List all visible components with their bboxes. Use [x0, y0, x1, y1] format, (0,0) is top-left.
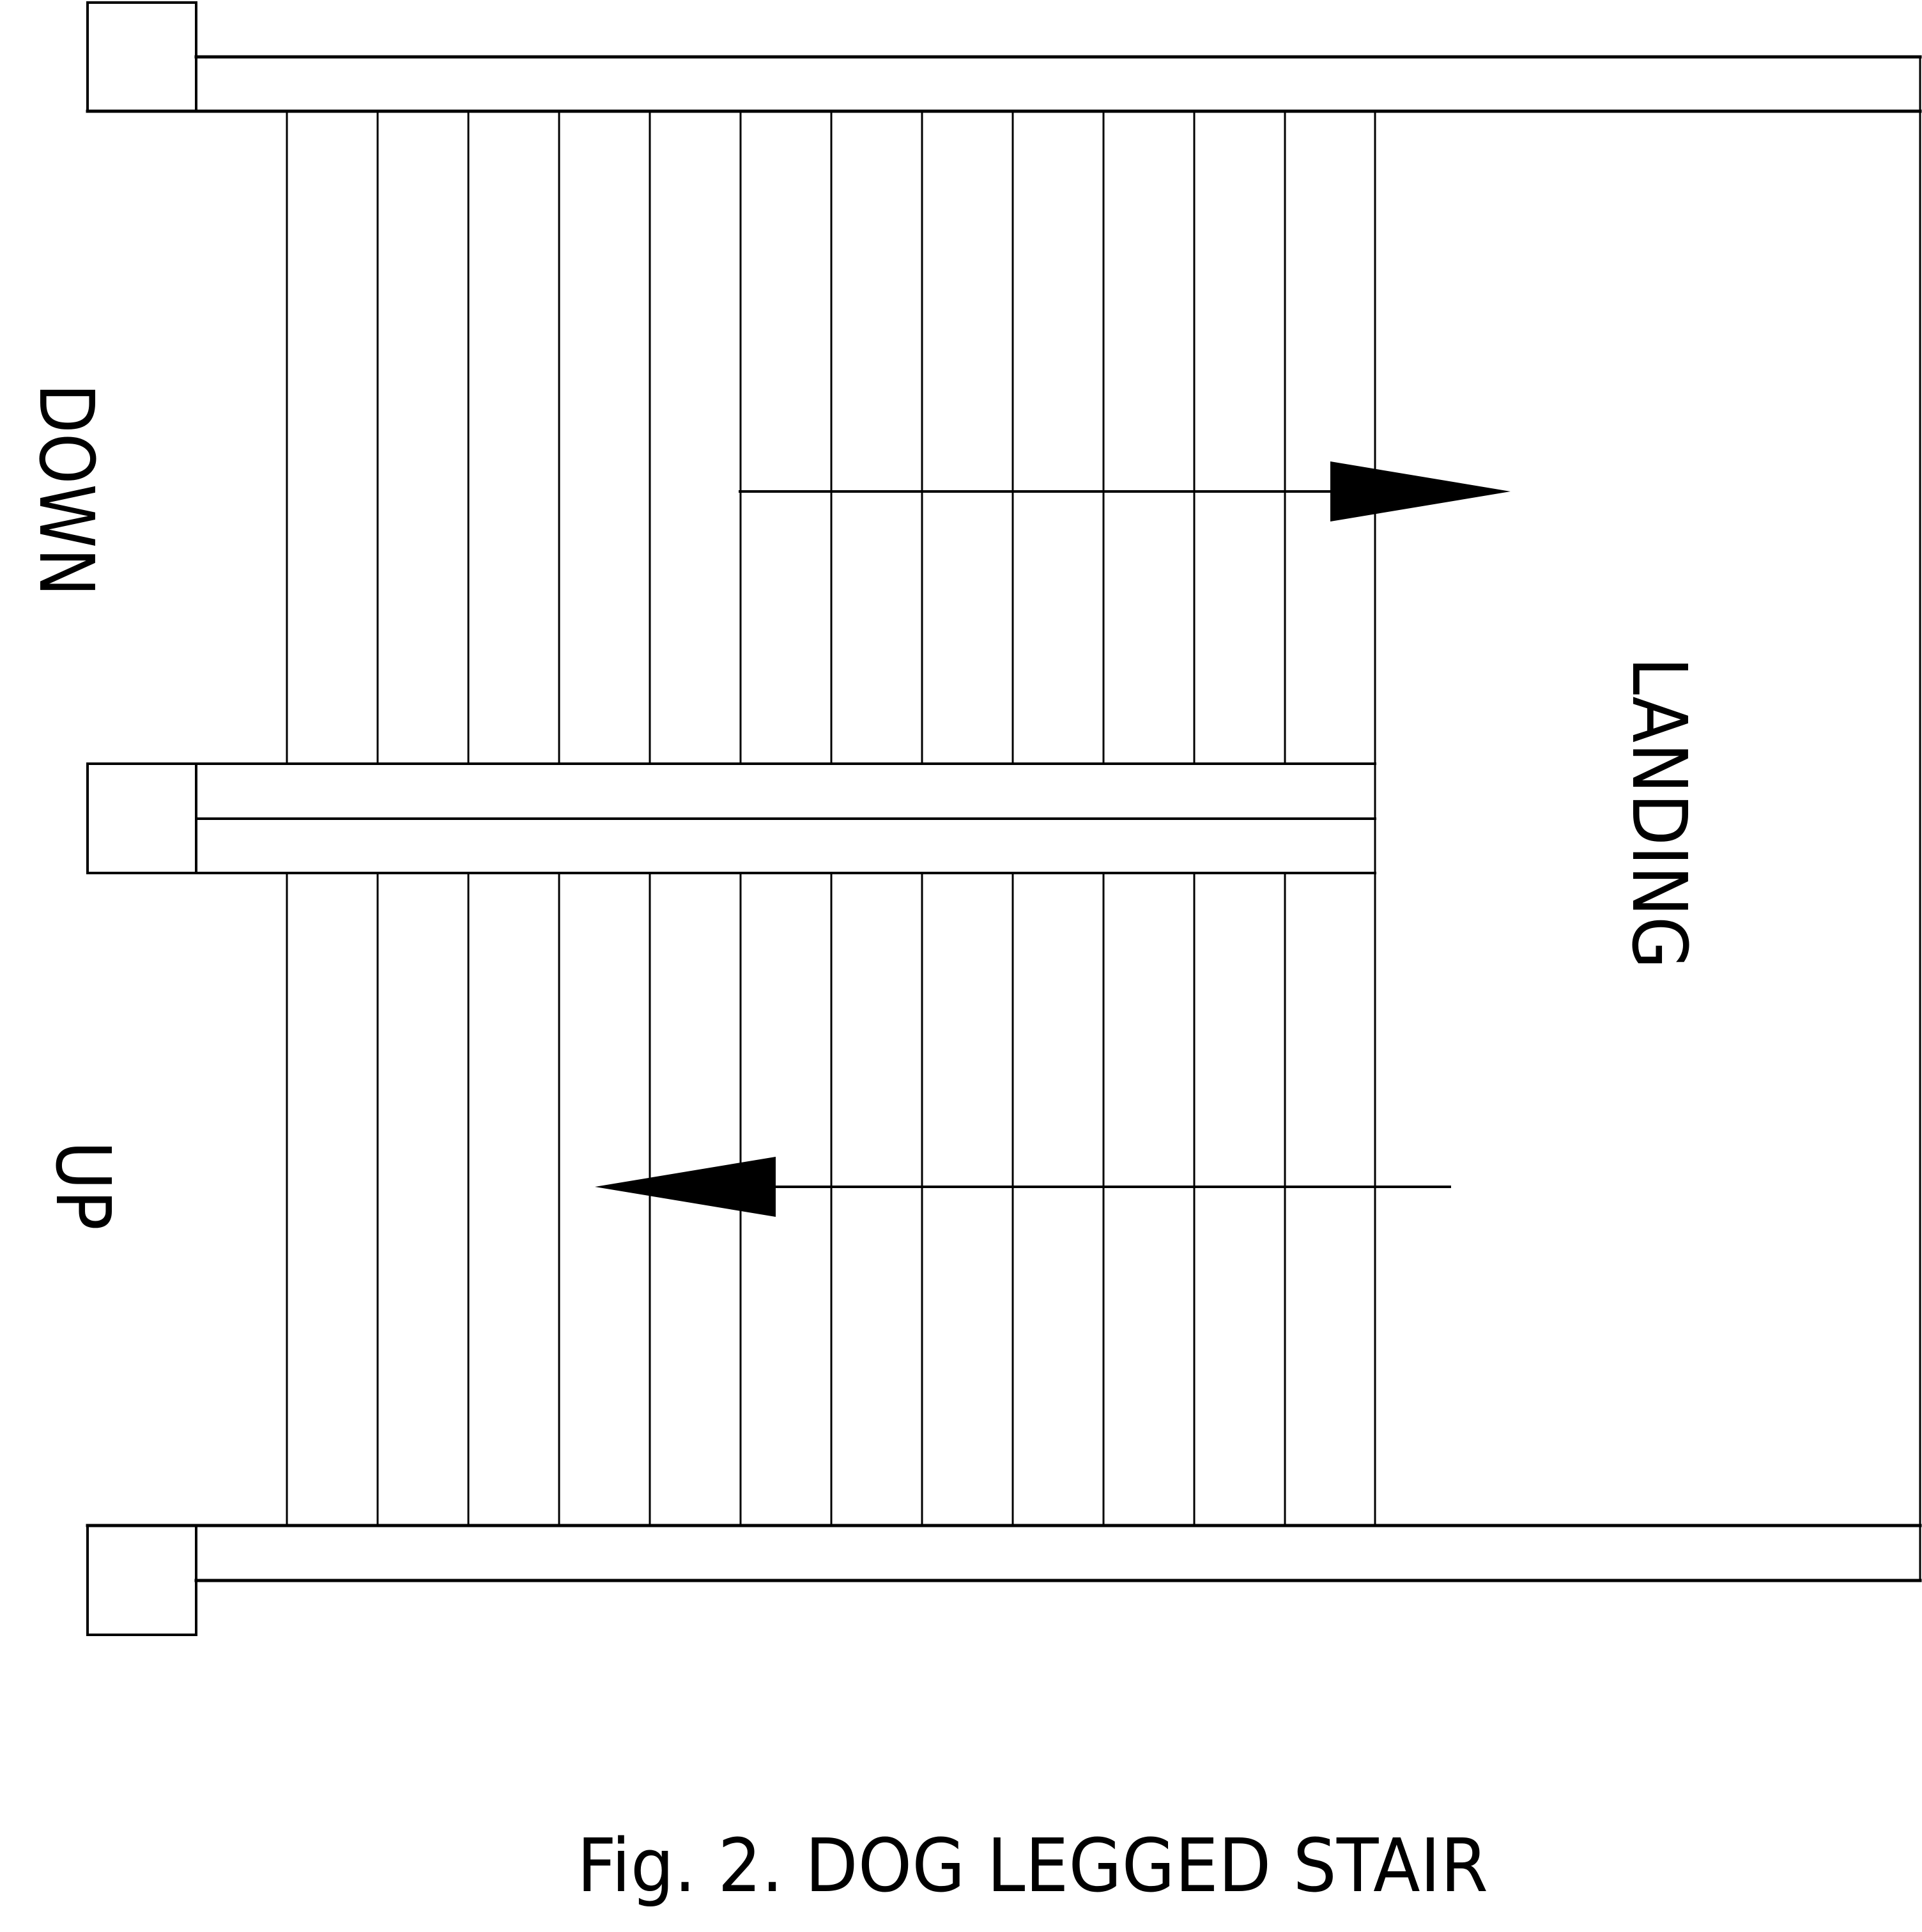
arrowhead-right-icon [1330, 461, 1511, 522]
upper-flight-treads [286, 110, 1286, 765]
landing-label: LANDING [1615, 657, 1703, 969]
up-label: UP [39, 1141, 127, 1230]
figure-caption: Fig. 2. DOG LEGGED STAIR [577, 1823, 1488, 1909]
top-handrail [86, 55, 1922, 113]
down-direction-arrow [739, 461, 1511, 522]
middle-handrail [86, 762, 1376, 874]
down-label: DOWN [22, 383, 111, 596]
up-direction-arrow [595, 1157, 1451, 1217]
top-newel-post [86, 1, 197, 112]
bottom-handrail [86, 1524, 1922, 1582]
lower-flight-treads [286, 872, 1286, 1527]
middle-newel-post [86, 762, 197, 874]
bottom-newel-post [86, 1524, 197, 1636]
arrowhead-left-icon [595, 1157, 776, 1217]
